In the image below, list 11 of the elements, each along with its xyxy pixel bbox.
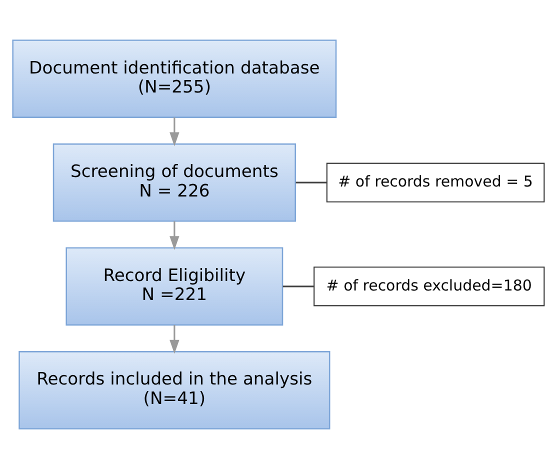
arrow	[170, 220, 180, 250]
connector	[296, 181, 327, 183]
node-box: # of records removed = 5	[326, 162, 545, 202]
arrow	[170, 324, 180, 354]
node-box: Record Eligibility N =221	[66, 246, 284, 326]
node-box: # of records excluded=180	[314, 266, 545, 306]
connector	[282, 285, 314, 287]
node-box: Screening of documents N = 226	[52, 142, 296, 222]
node-box: Records included in the analysis (N=41)	[18, 350, 330, 429]
node-box: Document identification database (N=255)	[12, 39, 337, 118]
arrow	[170, 116, 180, 146]
